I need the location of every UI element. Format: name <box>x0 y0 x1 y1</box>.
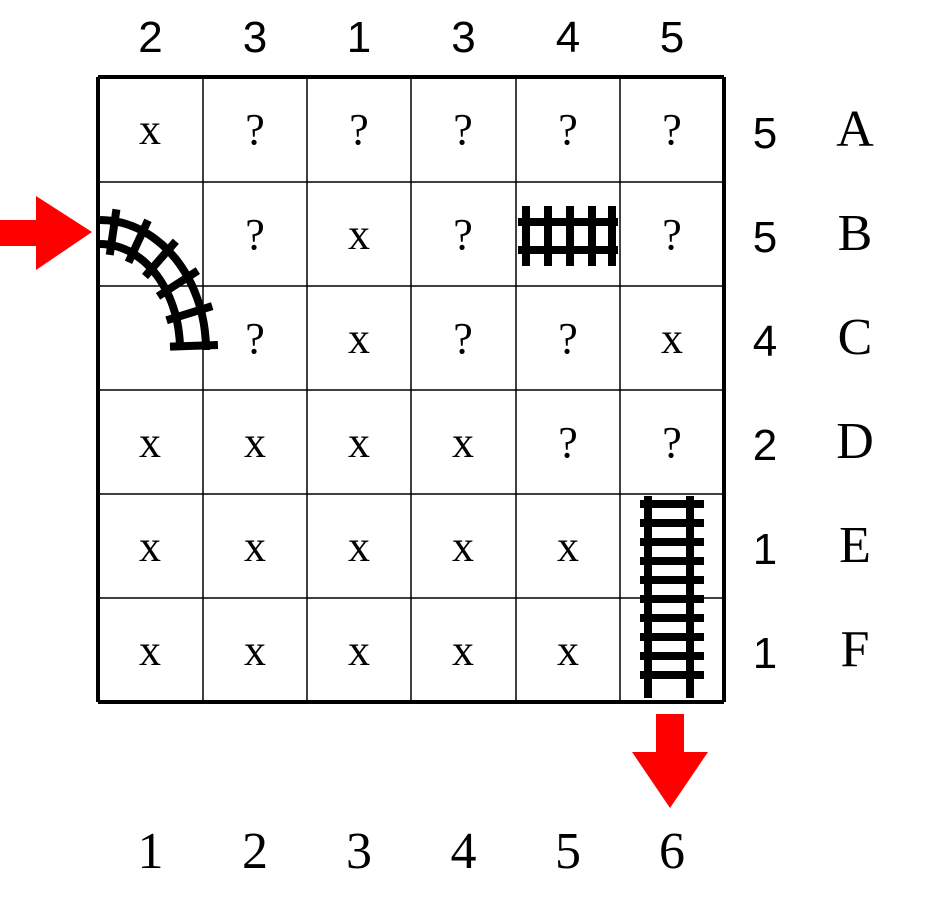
row-label: A <box>836 100 874 158</box>
cell-empty-mark[interactable]: x <box>348 521 370 571</box>
cell-unknown[interactable]: ? <box>245 313 265 363</box>
cell-empty-mark[interactable]: x <box>348 313 370 363</box>
row-clue: 5 <box>752 108 778 158</box>
cell-unknown[interactable]: ? <box>662 209 682 259</box>
row-label: D <box>836 413 874 470</box>
row-label: B <box>837 205 873 262</box>
column-label: 1 <box>137 823 164 880</box>
cell-unknown[interactable]: ? <box>245 209 265 259</box>
cell-unknown[interactable]: ? <box>558 417 578 467</box>
cell-empty-mark[interactable]: x <box>452 625 474 675</box>
cell-empty-mark[interactable]: x <box>244 521 266 571</box>
column-label: 2 <box>242 823 268 880</box>
tie <box>155 267 200 300</box>
tie <box>124 218 152 264</box>
row-clue: 5 <box>752 213 778 262</box>
column-label: 4 <box>450 823 477 880</box>
cell-empty-mark[interactable]: x <box>452 521 474 571</box>
row-clue: 1 <box>752 525 778 574</box>
column-clue: 2 <box>138 13 163 62</box>
column-label: 6 <box>659 823 685 880</box>
grid-lines <box>96 75 726 704</box>
cell-empty-mark[interactable]: x <box>452 417 474 467</box>
cell-empty-mark[interactable]: x <box>661 313 683 363</box>
column-label: 5 <box>555 823 581 880</box>
cell-empty-mark[interactable]: x <box>348 625 370 675</box>
column-label: 3 <box>346 823 372 880</box>
cell-unknown[interactable]: ? <box>662 417 682 467</box>
row-clue: 1 <box>752 629 778 678</box>
cell-empty-mark[interactable]: x <box>557 625 579 675</box>
row-label: C <box>837 309 873 366</box>
cell-unknown[interactable]: ? <box>349 104 369 154</box>
cell-empty-mark[interactable]: x <box>557 521 579 571</box>
cell-empty-mark[interactable]: x <box>244 625 266 675</box>
column-clue: 3 <box>451 13 476 62</box>
column-clue: 4 <box>555 13 581 62</box>
row-label: F <box>840 621 870 678</box>
cell-empty-mark[interactable]: x <box>139 417 161 467</box>
arrow-down-icon <box>632 714 708 808</box>
column-clue: 1 <box>346 13 372 62</box>
tie <box>105 208 121 256</box>
cell-unknown[interactable]: ? <box>453 209 473 259</box>
cell-empty-mark[interactable]: x <box>139 521 161 571</box>
cell-unknown[interactable]: ? <box>245 104 265 154</box>
column-clue: 3 <box>242 13 268 62</box>
tie <box>141 238 179 280</box>
cell-unknown[interactable]: ? <box>453 313 473 363</box>
arrow-right-icon <box>0 196 92 270</box>
column-clue: 5 <box>659 13 685 62</box>
cell-empty-mark[interactable]: x <box>244 417 266 467</box>
cell-unknown[interactable]: ? <box>558 313 578 363</box>
tracks <box>99 206 704 698</box>
row-label: E <box>839 517 871 574</box>
cell-empty-mark[interactable]: x <box>348 209 370 259</box>
cell-unknown[interactable]: ? <box>662 104 682 154</box>
cell-unknown[interactable]: ? <box>558 104 578 154</box>
cell-empty-mark[interactable]: x <box>139 625 161 675</box>
rail <box>99 216 210 351</box>
cell-empty-mark[interactable]: x <box>139 104 161 154</box>
cell-unknown[interactable]: ? <box>453 104 473 154</box>
tie <box>165 302 214 325</box>
row-clue: 2 <box>752 421 778 470</box>
row-clue: 4 <box>752 317 778 366</box>
rail <box>99 240 184 351</box>
cell-empty-mark[interactable]: x <box>348 417 370 467</box>
tie <box>169 341 219 351</box>
